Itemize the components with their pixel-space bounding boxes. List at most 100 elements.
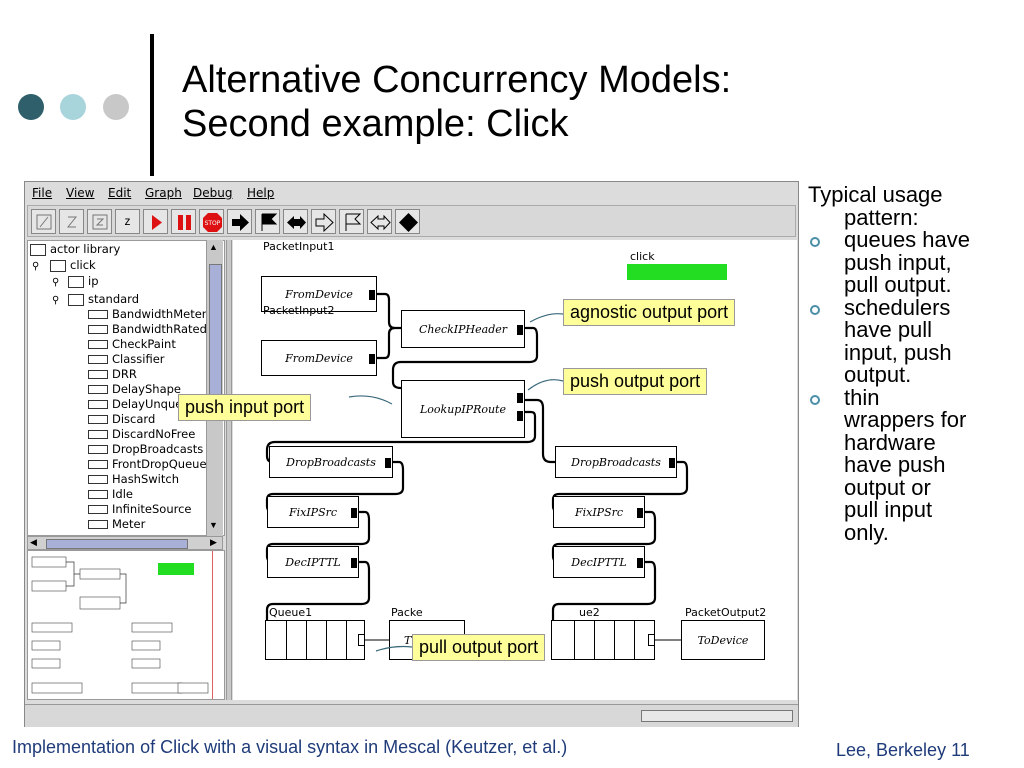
queue-slot-divider [306, 621, 307, 659]
block-to-device-2[interactable]: ToDevice [681, 620, 765, 660]
click-green-block[interactable] [627, 264, 727, 280]
tree-item[interactable]: Meter [88, 517, 145, 532]
pane-splitter[interactable] [226, 240, 232, 700]
block-fix-ip-src-1[interactable]: FixIPSrc [267, 496, 359, 528]
block-dec-ip-ttl-2[interactable]: DecIPTTL [553, 546, 645, 578]
tree-item[interactable]: DRR [88, 367, 137, 382]
tree-item[interactable]: DelayUnque [88, 397, 182, 412]
block-fix-ip-src-1-label: FixIPSrc [288, 505, 338, 519]
collapse-key-icon: ⚲ [52, 277, 60, 288]
step-back-icon[interactable] [283, 209, 308, 234]
step-icon[interactable] [227, 209, 252, 234]
scroll-right-arrow-icon[interactable]: ▶ [210, 537, 217, 547]
tree-item[interactable]: InfiniteSource [88, 502, 192, 517]
menu-edit[interactable]: Edit [108, 186, 132, 200]
pause-icon[interactable] [171, 209, 196, 234]
flag-icon[interactable] [255, 209, 280, 234]
pull-output-port[interactable] [648, 634, 655, 646]
menu-debug[interactable]: Debug [193, 186, 233, 200]
block-fix-ip-src-2[interactable]: FixIPSrc [553, 496, 645, 528]
tree-item[interactable]: Discard [88, 412, 155, 427]
menu-graph[interactable]: Graph [145, 186, 182, 200]
menu-help[interactable]: Help [247, 186, 275, 200]
port[interactable] [637, 558, 643, 568]
bullet-line: have pull [844, 317, 933, 342]
tree-item[interactable]: BandwidthMeter [88, 307, 207, 322]
status-progress-field [641, 710, 793, 722]
agnostic-output-port[interactable] [517, 325, 523, 335]
tree-item[interactable]: DropBroadcasts [88, 442, 203, 457]
zoom-fit-icon[interactable] [59, 209, 84, 234]
actor-icon [88, 445, 108, 454]
callout-agnostic-output-port: agnostic output port [563, 299, 736, 326]
port[interactable] [637, 508, 643, 518]
tree-node-standard[interactable]: ⚲standard [52, 292, 139, 307]
diagram-overview[interactable] [27, 550, 225, 700]
push-output-port-1[interactable] [517, 393, 523, 403]
block-lookup-ip-route-label: LookupIPRoute [419, 402, 506, 416]
zoom-box-icon[interactable] [87, 209, 112, 234]
tree-item-label: CheckPaint [112, 337, 176, 351]
tree-horizontal-scrollbar[interactable]: ◀ ▶ [27, 536, 223, 550]
bullets-intro-line-1: Typical usage [808, 182, 943, 207]
tree-node-ip[interactable]: ⚲ip [52, 274, 99, 289]
outline-back-icon[interactable] [367, 209, 392, 234]
push-output-port-2[interactable] [517, 411, 523, 421]
block-drop-broadcasts-1[interactable]: DropBroadcasts [269, 446, 393, 478]
push-output-port[interactable] [369, 290, 375, 300]
diamond-icon[interactable] [395, 209, 420, 234]
port[interactable] [669, 458, 675, 468]
port[interactable] [351, 508, 357, 518]
tree-vertical-scrollbar[interactable]: ▲ ▼ [206, 240, 223, 536]
port[interactable] [351, 558, 357, 568]
label-queue1: Queue1 [269, 606, 313, 619]
tree-node-click[interactable]: ⚲click [32, 258, 96, 273]
slide-title: Alternative Concurrency Models: Second e… [182, 58, 731, 146]
menu-file[interactable]: File [32, 186, 53, 200]
block-from-device-2[interactable]: FromDevice [261, 340, 377, 376]
menu-view[interactable]: View [66, 186, 95, 200]
tree-item[interactable]: BandwidthRatedS [88, 322, 214, 337]
zoom-small-icon[interactable]: z [115, 209, 140, 234]
scroll-left-arrow-icon[interactable]: ◀ [30, 537, 37, 547]
actor-icon [88, 340, 108, 349]
push-output-port[interactable] [369, 354, 375, 364]
port[interactable] [385, 458, 391, 468]
tree-item[interactable]: DelayShape [88, 382, 181, 397]
menu-bar: File View Edit Graph Debug Help [25, 182, 798, 204]
bullet-line: output. [844, 362, 912, 387]
tree-root[interactable]: actor library [30, 242, 120, 257]
tree-item-label: BandwidthMeter [112, 307, 207, 321]
outline-arrow-icon[interactable] [311, 209, 336, 234]
stop-icon[interactable]: STOP [199, 209, 224, 234]
bullet-circle-icon [810, 304, 820, 315]
actor-icon [88, 400, 108, 409]
block-drop-broadcasts-2[interactable]: DropBroadcasts [555, 446, 677, 478]
tree-item[interactable]: CheckPaint [88, 337, 176, 352]
scroll-down-arrow-icon[interactable]: ▼ [209, 520, 218, 530]
block-lookup-ip-route[interactable]: LookupIPRoute [401, 380, 525, 438]
scroll-thumb[interactable] [209, 264, 222, 406]
pull-output-port[interactable] [358, 634, 365, 646]
block-dec-ip-ttl-1[interactable]: DecIPTTL [267, 546, 359, 578]
zoom-reset-icon[interactable] [31, 209, 56, 234]
block-queue-1[interactable] [265, 620, 365, 660]
decor-dot-1 [18, 94, 44, 120]
tree-item[interactable]: HashSwitch [88, 472, 179, 487]
tree-item[interactable]: Classifier [88, 352, 165, 367]
outline-flag-icon[interactable] [339, 209, 364, 234]
folder-icon [68, 275, 84, 288]
tree-item[interactable]: FrontDropQueue [88, 457, 207, 472]
scroll-up-arrow-icon[interactable]: ▲ [209, 242, 218, 252]
block-from-device-1[interactable]: FromDevice [261, 276, 377, 312]
block-queue-2[interactable] [551, 620, 655, 660]
actor-icon [88, 520, 108, 529]
run-icon[interactable] [143, 209, 168, 234]
status-bar [25, 704, 798, 727]
tree-item[interactable]: DiscardNoFree [88, 427, 195, 442]
block-check-ip-header[interactable]: CheckIPHeader [401, 310, 525, 348]
tree-item-label: FrontDropQueue [112, 457, 207, 471]
scroll-hthumb[interactable] [46, 539, 188, 549]
tree-item[interactable]: Idle [88, 487, 133, 502]
